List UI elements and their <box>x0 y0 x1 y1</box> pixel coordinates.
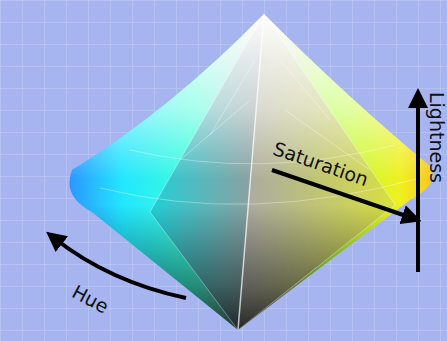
axis-label: Lightness <box>427 92 446 183</box>
